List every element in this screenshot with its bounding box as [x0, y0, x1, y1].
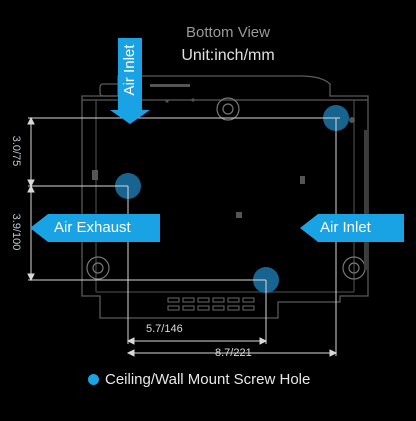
- air-exhaust-label: Air Exhaust: [54, 219, 131, 236]
- air-inlet-right-label: Air Inlet: [320, 219, 371, 236]
- unit-label: Unit:inch/mm: [181, 47, 275, 64]
- foot-top: [216, 97, 240, 121]
- dim-horizontal-outer-label: 8.7/221: [215, 347, 252, 359]
- dim-horizontal-inner-label: 5.7/146: [146, 323, 183, 335]
- dimension-lines: [27, 116, 338, 357]
- body-details: [92, 84, 367, 270]
- dim-vertical-bottom-label: 3.9/100: [10, 213, 22, 251]
- dim-vertical-top-label: 3.0/75: [10, 135, 22, 167]
- air-inlet-right-arrow: [300, 214, 404, 242]
- air-inlet-top-label: Air Inlet: [121, 44, 138, 96]
- body-outline: [81, 75, 369, 319]
- foot-left: [86, 256, 110, 280]
- vent-slots: [167, 297, 255, 311]
- legend-text: Ceiling/Wall Mount Screw Hole: [105, 371, 311, 388]
- screw-hole-legend-marker: [88, 374, 99, 385]
- legend: Ceiling/Wall Mount Screw Hole: [88, 371, 310, 388]
- screw-holes: [115, 105, 349, 293]
- diagram-title: Bottom View: [186, 24, 270, 41]
- feet: [86, 97, 366, 280]
- air-exhaust-arrow: [30, 214, 160, 242]
- air-arrows: [30, 38, 404, 242]
- air-inlet-top-arrow: [110, 38, 150, 124]
